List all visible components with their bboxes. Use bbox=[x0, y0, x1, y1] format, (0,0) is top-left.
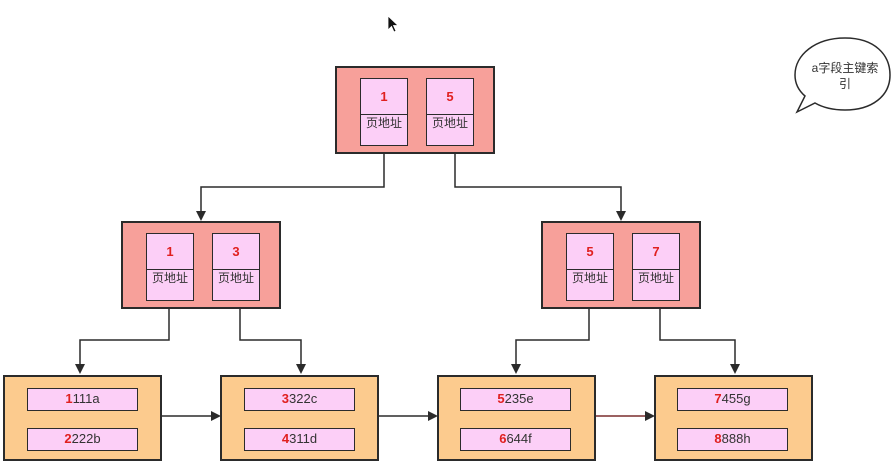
mouse-pointer-icon bbox=[387, 15, 400, 33]
leaf-node-2: 3322c 4311d bbox=[220, 375, 379, 461]
record-value: 235e bbox=[504, 391, 534, 406]
leaf-record: 1111a bbox=[27, 388, 138, 411]
leaf-node-1: 1111a 2222b bbox=[3, 375, 162, 461]
right-key-cell-1: 5 页地址 bbox=[566, 233, 614, 301]
root-key-cell-2: 5 页地址 bbox=[426, 78, 474, 146]
leaf-record: 3322c bbox=[244, 388, 355, 411]
leaf-record: 5235e bbox=[460, 388, 571, 411]
edge-left-leaf2 bbox=[239, 309, 306, 374]
edge-right-leaf3 bbox=[511, 309, 590, 374]
right-key-cell-2: 7 页地址 bbox=[632, 233, 680, 301]
record-value: 222b bbox=[71, 431, 101, 446]
edge-right-leaf4 bbox=[659, 309, 740, 374]
root-key-1: 1 bbox=[361, 79, 407, 115]
left-key-cell-2: 3 页地址 bbox=[212, 233, 260, 301]
record-key: 4 bbox=[281, 431, 290, 446]
left-key-2: 3 bbox=[213, 234, 259, 270]
record-key: 2 bbox=[64, 431, 72, 446]
right-key-2: 7 bbox=[633, 234, 679, 270]
record-value: 311d bbox=[289, 431, 318, 446]
left-key-1: 1 bbox=[147, 234, 193, 270]
record-value: 888h bbox=[721, 431, 751, 446]
left-key-cell-1: 1 页地址 bbox=[146, 233, 194, 301]
page-address-label: 页地址 bbox=[637, 271, 674, 285]
record-key: 1 bbox=[65, 391, 73, 406]
root-key-2: 5 bbox=[427, 79, 473, 115]
leaf-record: 7455g bbox=[677, 388, 788, 411]
callout-text: a字段主键索引 bbox=[811, 61, 879, 91]
record-key: 5 bbox=[497, 391, 505, 406]
record-key: 3 bbox=[281, 391, 290, 406]
leaf-record: 4311d bbox=[244, 428, 355, 451]
record-value: 644f bbox=[506, 431, 532, 446]
record-key: 7 bbox=[714, 391, 722, 406]
root-key-cell-1: 1 页地址 bbox=[360, 78, 408, 146]
internal-node-right: 5 页地址 7 页地址 bbox=[541, 221, 701, 309]
record-value: 455g bbox=[721, 391, 751, 406]
edge-root-right bbox=[454, 154, 626, 221]
page-address-label: 页地址 bbox=[571, 271, 608, 285]
page-address-label: 页地址 bbox=[217, 271, 254, 285]
page-address-label: 页地址 bbox=[365, 116, 402, 130]
root-node: 1 页地址 5 页地址 bbox=[335, 66, 495, 154]
leaf-record: 6644f bbox=[460, 428, 571, 451]
leaf-record: 8888h bbox=[677, 428, 788, 451]
right-key-1: 5 bbox=[567, 234, 613, 270]
page-address-label: 页地址 bbox=[431, 116, 468, 130]
record-key: 6 bbox=[499, 431, 507, 446]
page-address-label: 页地址 bbox=[151, 271, 188, 285]
record-value: 322c bbox=[289, 391, 318, 406]
leaf-node-3: 5235e 6644f bbox=[437, 375, 596, 461]
internal-node-left: 1 页地址 3 页地址 bbox=[121, 221, 281, 309]
record-value: 111a bbox=[72, 391, 100, 406]
edge-root-left bbox=[196, 154, 385, 221]
record-key: 8 bbox=[714, 431, 722, 446]
leaf-node-4: 7455g 8888h bbox=[654, 375, 813, 461]
leaf-record: 2222b bbox=[27, 428, 138, 451]
edge-left-leaf1 bbox=[75, 309, 170, 374]
